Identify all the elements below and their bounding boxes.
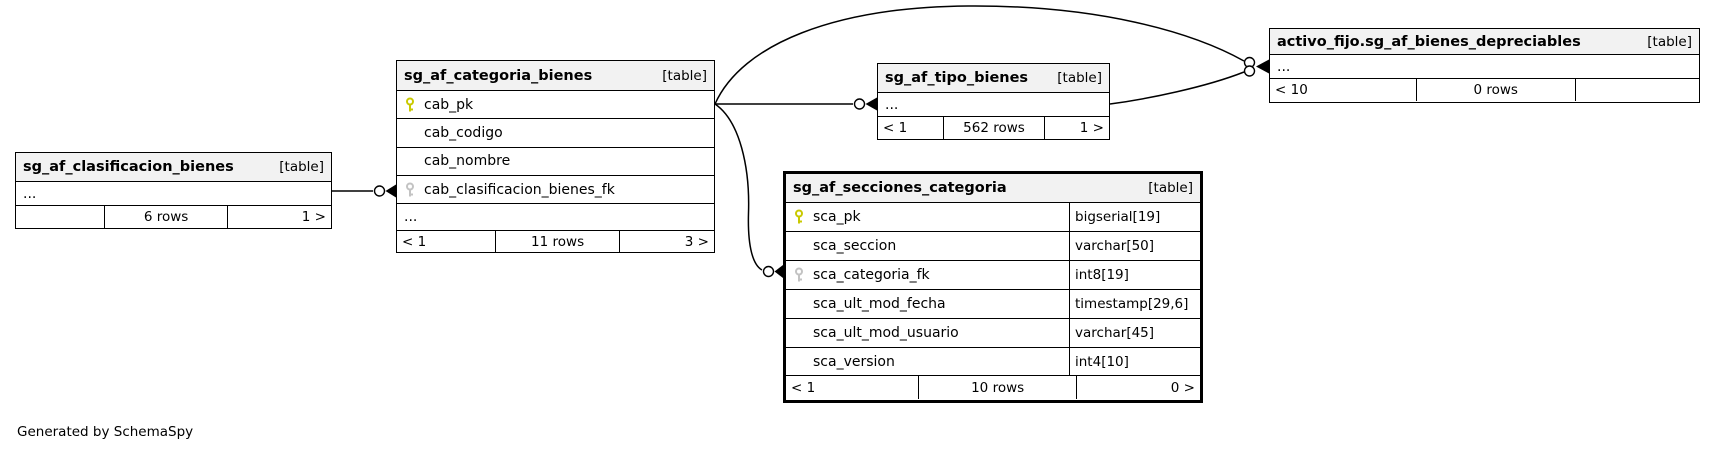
footer-rowcount: 11 rows xyxy=(495,231,619,253)
column-name: sca_version xyxy=(813,353,895,370)
collapsed-columns-row: ... xyxy=(16,182,331,206)
column-name: sca_pk xyxy=(813,209,861,225)
table-footer: < 10 0 rows xyxy=(1270,79,1699,101)
footer-children: 1 > xyxy=(227,206,331,228)
table-sg_af_categoria_bienes[interactable]: sg_af_categoria_bienes [table] cab_pk ca… xyxy=(396,60,715,253)
footer-children: 1 > xyxy=(1044,117,1109,139)
ellipsis-label: ... xyxy=(404,209,418,225)
collapsed-columns-row: ... xyxy=(878,93,1109,117)
table-name[interactable]: sg_af_secciones_categoria xyxy=(793,180,1007,196)
table-sg_af_clasificacion_bienes[interactable]: sg_af_clasificacion_bienes [table] ... 6… xyxy=(15,152,332,229)
column-name: sca_ult_mod_fecha xyxy=(813,296,946,312)
column-name: cab_codigo xyxy=(424,124,503,141)
column-type: timestamp[29,6] xyxy=(1069,290,1200,318)
table-footer: < 1 562 rows 1 > xyxy=(878,117,1109,139)
column-row: cab_pk xyxy=(397,91,714,119)
edge-categoria-secciones xyxy=(714,103,763,271)
primary-key-icon xyxy=(795,209,803,224)
footer-children: 3 > xyxy=(618,231,714,253)
column-row: sca_categoria_fk int8[19] xyxy=(786,261,1200,290)
table-header[interactable]: sg_af_clasificacion_bienes [table] xyxy=(16,153,331,182)
ellipsis-label: ... xyxy=(1277,58,1291,75)
column-name: cab_pk xyxy=(424,96,474,113)
column-type: int8[19] xyxy=(1069,261,1200,289)
ellipsis-label: ... xyxy=(885,96,899,113)
footer-rowcount: 0 rows xyxy=(1415,79,1575,101)
column-row: sca_pk bigserial[19] xyxy=(786,203,1200,232)
column-row: cab_nombre xyxy=(397,147,714,176)
primary-key-icon xyxy=(406,97,414,111)
column-row: sca_ult_mod_fecha timestamp[29,6] xyxy=(786,290,1200,319)
table-header[interactable]: sg_af_categoria_bienes [table] xyxy=(397,61,714,91)
edge-tipo-depreciables xyxy=(1109,71,1245,105)
table-activo_fijo-sg_af_bienes_depreciables[interactable]: activo_fijo.sg_af_bienes_depreciables [t… xyxy=(1269,28,1700,103)
foreign-key-icon xyxy=(406,182,414,196)
footer-parents xyxy=(16,206,104,228)
table-sg_af_secciones_categoria[interactable]: sg_af_secciones_categoria [table] sca_pk… xyxy=(783,171,1203,403)
table-footer: < 1 10 rows 0 > xyxy=(786,376,1200,399)
table-type-tag: [table] xyxy=(279,159,324,175)
crowfoot-arrow xyxy=(865,97,877,111)
table-name[interactable]: sg_af_tipo_bienes xyxy=(885,70,1029,86)
table-type-tag: [table] xyxy=(1647,33,1692,50)
table-header[interactable]: sg_af_secciones_categoria [table] xyxy=(786,174,1200,203)
column-type: int4[10] xyxy=(1069,348,1200,375)
edge-endpoint-circle xyxy=(762,265,775,278)
table-name[interactable]: sg_af_clasificacion_bienes xyxy=(23,159,234,175)
column-row: sca_ult_mod_usuario varchar[45] xyxy=(786,319,1200,348)
column-name: sca_ult_mod_usuario xyxy=(813,325,959,341)
column-name: sca_seccion xyxy=(813,238,897,254)
edge-endpoint-circle xyxy=(373,185,386,197)
footer-parents: < 1 xyxy=(402,234,427,250)
footer-parents: < 1 xyxy=(883,120,908,136)
column-row: cab_codigo xyxy=(397,119,714,148)
table-header[interactable]: activo_fijo.sg_af_bienes_depreciables [t… xyxy=(1270,29,1699,55)
column-type: varchar[50] xyxy=(1069,232,1200,260)
table-footer: < 1 11 rows 3 > xyxy=(397,231,714,253)
crowfoot-arrow xyxy=(1256,59,1269,74)
edge-endpoint-circle xyxy=(1243,65,1256,77)
column-type: varchar[45] xyxy=(1069,319,1200,347)
column-row: sca_seccion varchar[50] xyxy=(786,232,1200,261)
column-type: bigserial[19] xyxy=(1069,203,1200,231)
footer-rowcount: 6 rows xyxy=(104,206,227,228)
column-name: cab_clasificacion_bienes_fk xyxy=(424,181,615,198)
column-name: sca_categoria_fk xyxy=(813,267,930,283)
table-footer: 6 rows 1 > xyxy=(16,206,331,228)
column-row: cab_clasificacion_bienes_fk xyxy=(397,176,714,204)
column-name: cab_nombre xyxy=(424,153,511,170)
edge-endpoint-circle xyxy=(853,98,866,110)
crowfoot-arrow xyxy=(385,184,396,198)
foreign-key-icon xyxy=(795,267,803,282)
generator-credit: Generated by SchemaSpy xyxy=(17,424,194,440)
footer-children xyxy=(1574,79,1699,101)
collapsed-columns-row: ... xyxy=(397,204,714,231)
table-sg_af_tipo_bienes[interactable]: sg_af_tipo_bienes [table] ... < 1 562 ro… xyxy=(877,63,1110,140)
footer-parents: < 10 xyxy=(1275,82,1308,98)
table-header[interactable]: sg_af_tipo_bienes [table] xyxy=(878,64,1109,93)
column-row: sca_version int4[10] xyxy=(786,348,1200,376)
ellipsis-label: ... xyxy=(23,185,37,202)
footer-rowcount: 562 rows xyxy=(942,117,1045,139)
footer-children: 0 > xyxy=(1075,376,1200,399)
collapsed-columns-row: ... xyxy=(1270,55,1699,79)
crowfoot-arrow xyxy=(774,265,783,278)
footer-parents: < 1 xyxy=(791,379,816,396)
table-name[interactable]: activo_fijo.sg_af_bienes_depreciables xyxy=(1277,33,1581,50)
table-name[interactable]: sg_af_categoria_bienes xyxy=(404,67,593,84)
footer-rowcount: 10 rows xyxy=(918,376,1075,399)
table-type-tag: [table] xyxy=(662,67,707,84)
table-type-tag: [table] xyxy=(1057,70,1102,86)
edge-categoria-depreciables xyxy=(714,5,1245,105)
table-type-tag: [table] xyxy=(1148,180,1193,196)
